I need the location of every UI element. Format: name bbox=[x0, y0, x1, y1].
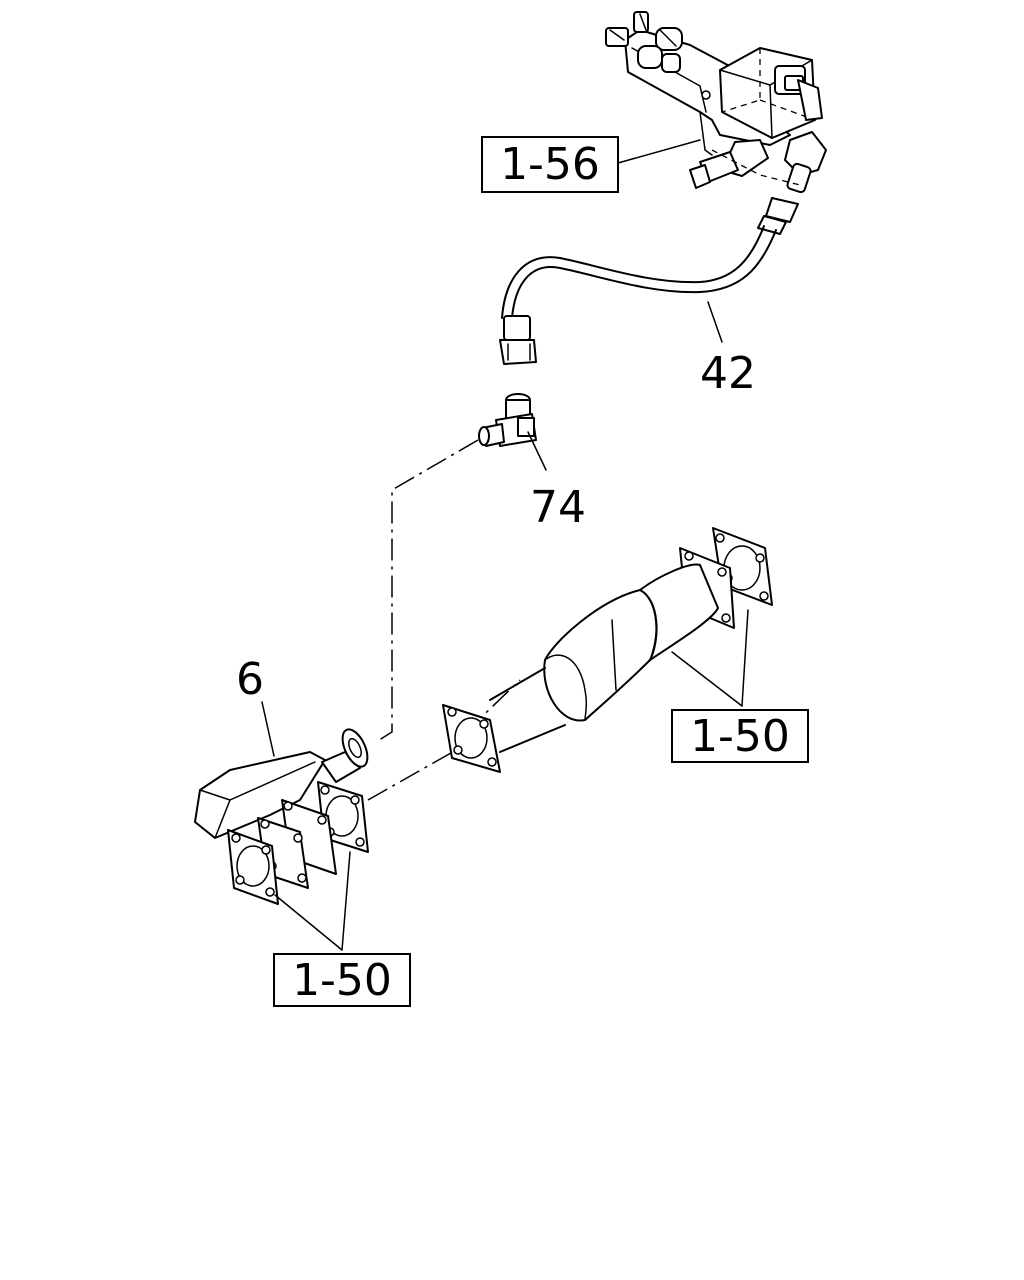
connection-line-flange-to-pipe bbox=[367, 744, 466, 801]
callout-1-50-right: 1-50 bbox=[671, 709, 809, 763]
callout-74-label: 74 bbox=[530, 482, 586, 533]
callout-1-56-label: 1-56 bbox=[500, 139, 600, 190]
hose-42 bbox=[499, 197, 799, 365]
callout-1-50-right-label: 1-50 bbox=[690, 711, 790, 762]
valve-bracket-assembly bbox=[605, 11, 827, 194]
leader-lines bbox=[261, 139, 749, 951]
callout-1-50-left: 1-50 bbox=[273, 953, 411, 1007]
callout-1-50-left-label: 1-50 bbox=[292, 955, 392, 1006]
connection-line-fitting-to-pipe bbox=[375, 439, 479, 743]
exhaust-manifold-6 bbox=[194, 728, 369, 905]
callout-6-label: 6 bbox=[236, 654, 264, 705]
elbow-fitting-74 bbox=[478, 393, 537, 447]
callout-1-56: 1-56 bbox=[481, 136, 619, 193]
catalytic-converter-pipe bbox=[442, 527, 773, 773]
callout-42-label: 42 bbox=[700, 348, 756, 399]
